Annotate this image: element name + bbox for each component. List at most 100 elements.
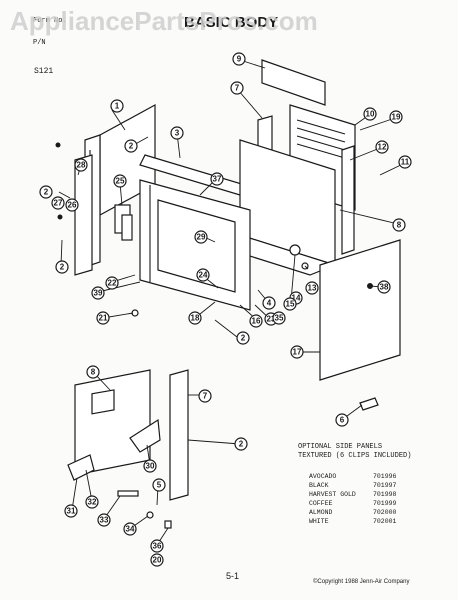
table-row: AVOCADO 701996	[309, 473, 397, 480]
control-bracket	[121, 214, 133, 241]
callout-35: 35	[272, 311, 286, 325]
callout-18: 18	[188, 311, 202, 325]
svg-text:702001: 702001	[373, 518, 397, 525]
callout-17: 17	[290, 345, 304, 359]
callout-31: 31	[64, 504, 78, 518]
svg-text:38: 38	[380, 283, 389, 292]
callout-19: 19	[389, 110, 403, 124]
callout-2: 2	[124, 139, 138, 153]
svg-text:11: 11	[401, 158, 410, 167]
callout-16: 16	[249, 314, 263, 328]
svg-text:31: 31	[67, 507, 76, 516]
table-row: BLACK 701997	[309, 482, 397, 489]
callout-4: 4	[262, 296, 276, 310]
callout-2: 2	[236, 331, 250, 345]
callout-32: 32	[85, 495, 99, 509]
svg-text:30: 30	[146, 462, 155, 471]
callout-3: 3	[170, 126, 184, 140]
callout-26: 26	[65, 198, 79, 212]
page-title: BASIC BODY	[184, 14, 278, 31]
callout-13: 13	[305, 281, 319, 295]
svg-text:7: 7	[235, 84, 240, 93]
callout-8: 8	[392, 218, 406, 232]
svg-text:19: 19	[392, 113, 401, 122]
svg-text:WHITE: WHITE	[309, 518, 329, 525]
svg-text:25: 25	[116, 177, 125, 186]
rear-corner-channel	[341, 145, 355, 255]
callout-24: 24	[196, 268, 210, 282]
callout-1: 1	[110, 99, 124, 113]
callout-7: 7	[230, 81, 244, 95]
callout-28: 28	[74, 158, 88, 172]
svg-text:COFFEE: COFFEE	[309, 500, 333, 507]
table-title-line1: OPTIONAL SIDE PANELS	[298, 443, 382, 451]
callout-39: 39	[91, 286, 105, 300]
table-row: COFFEE 701999	[309, 500, 397, 507]
svg-text:ALMOND: ALMOND	[309, 509, 333, 516]
callout-20: 20	[150, 553, 164, 567]
callout-37: 37	[210, 172, 224, 186]
callout-2: 2	[55, 260, 69, 274]
svg-text:15: 15	[286, 300, 295, 309]
callout-27: 27	[51, 196, 65, 210]
svg-text:20: 20	[153, 556, 162, 565]
callout-34: 34	[123, 522, 137, 536]
svg-text:2: 2	[129, 142, 134, 151]
svg-text:34: 34	[126, 525, 135, 534]
svg-text:701998: 701998	[373, 491, 397, 498]
svg-text:702000: 702000	[373, 509, 397, 516]
watermark: AppliancePartsPros.com	[10, 6, 318, 36]
svg-text:2: 2	[239, 440, 244, 449]
svg-text:26: 26	[68, 201, 77, 210]
svg-text:701997: 701997	[373, 482, 397, 489]
svg-text:16: 16	[252, 317, 261, 326]
svg-text:701999: 701999	[373, 500, 397, 507]
svg-text:4: 4	[267, 299, 272, 308]
svg-text:24: 24	[199, 271, 208, 280]
callout-6: 6	[335, 413, 349, 427]
spring-part	[117, 490, 139, 497]
callout-36: 36	[150, 539, 164, 553]
pn-label: P/N	[33, 39, 46, 47]
callout-2: 2	[234, 437, 248, 451]
svg-text:AVOCADO: AVOCADO	[309, 473, 336, 480]
callout-25: 25	[113, 174, 127, 188]
svg-text:39: 39	[94, 289, 103, 298]
svg-text:27: 27	[54, 199, 63, 208]
svg-text:23: 23	[267, 315, 276, 324]
callout-15: 15	[283, 297, 297, 311]
lower-clip	[164, 520, 172, 529]
callout-29: 29	[194, 230, 208, 244]
svg-text:22: 22	[108, 279, 117, 288]
svg-text:8: 8	[397, 221, 402, 230]
callout-10: 10	[363, 107, 377, 121]
svg-text:9: 9	[237, 55, 242, 64]
callout-38: 38	[129, 309, 138, 318]
callout-7: 7	[198, 389, 212, 403]
svg-text:1: 1	[115, 102, 120, 111]
callout-30: 30	[143, 459, 157, 473]
callout-12: 12	[375, 140, 389, 154]
hinge-bracket	[67, 454, 95, 481]
front-frame-opening	[157, 199, 236, 293]
svg-text:HARVEST GOLD: HARVEST GOLD	[309, 491, 356, 498]
svg-text:3: 3	[175, 129, 180, 138]
optional-side-panels-table: OPTIONAL SIDE PANELS TEXTURED (6 CLIPS I…	[298, 443, 411, 525]
table-title-line2: TEXTURED (6 CLIPS INCLUDED)	[298, 452, 411, 460]
svg-text:18: 18	[191, 314, 200, 323]
table-row: ALMOND 702000	[309, 509, 397, 516]
svg-text:29: 29	[197, 233, 206, 242]
svg-text:701996: 701996	[373, 473, 397, 480]
page-number: 5-1	[226, 571, 239, 581]
svg-text:2: 2	[241, 334, 246, 343]
right-side-panel	[319, 239, 401, 381]
svg-text:14: 14	[292, 294, 301, 303]
svg-text:5: 5	[157, 481, 162, 490]
callout-9: 9	[232, 52, 246, 66]
callout-22: 22	[105, 276, 119, 290]
callout-8: 8	[86, 365, 100, 379]
svg-text:37: 37	[213, 175, 222, 184]
svg-text:28: 28	[77, 161, 86, 170]
